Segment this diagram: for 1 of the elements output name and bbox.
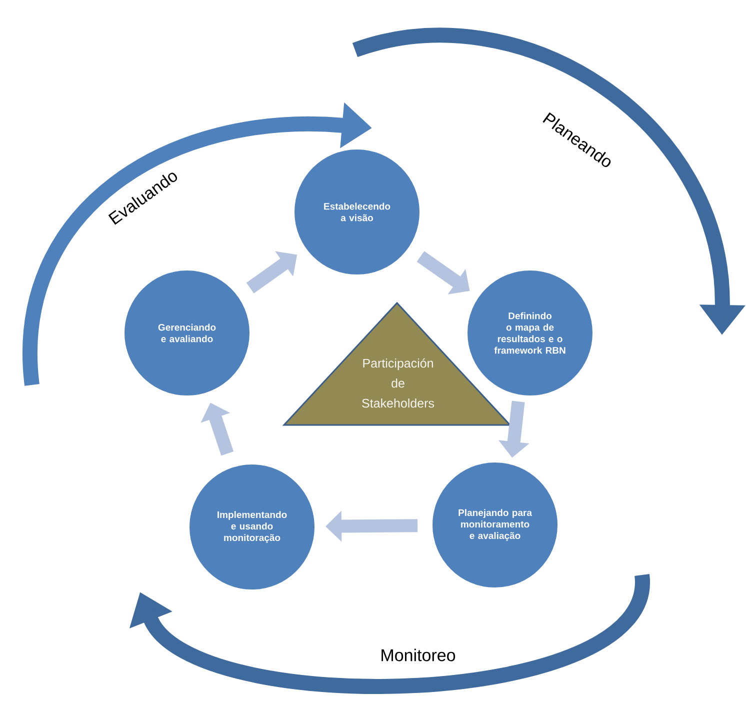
- cycle-label: Monitoreo: [382, 648, 456, 662]
